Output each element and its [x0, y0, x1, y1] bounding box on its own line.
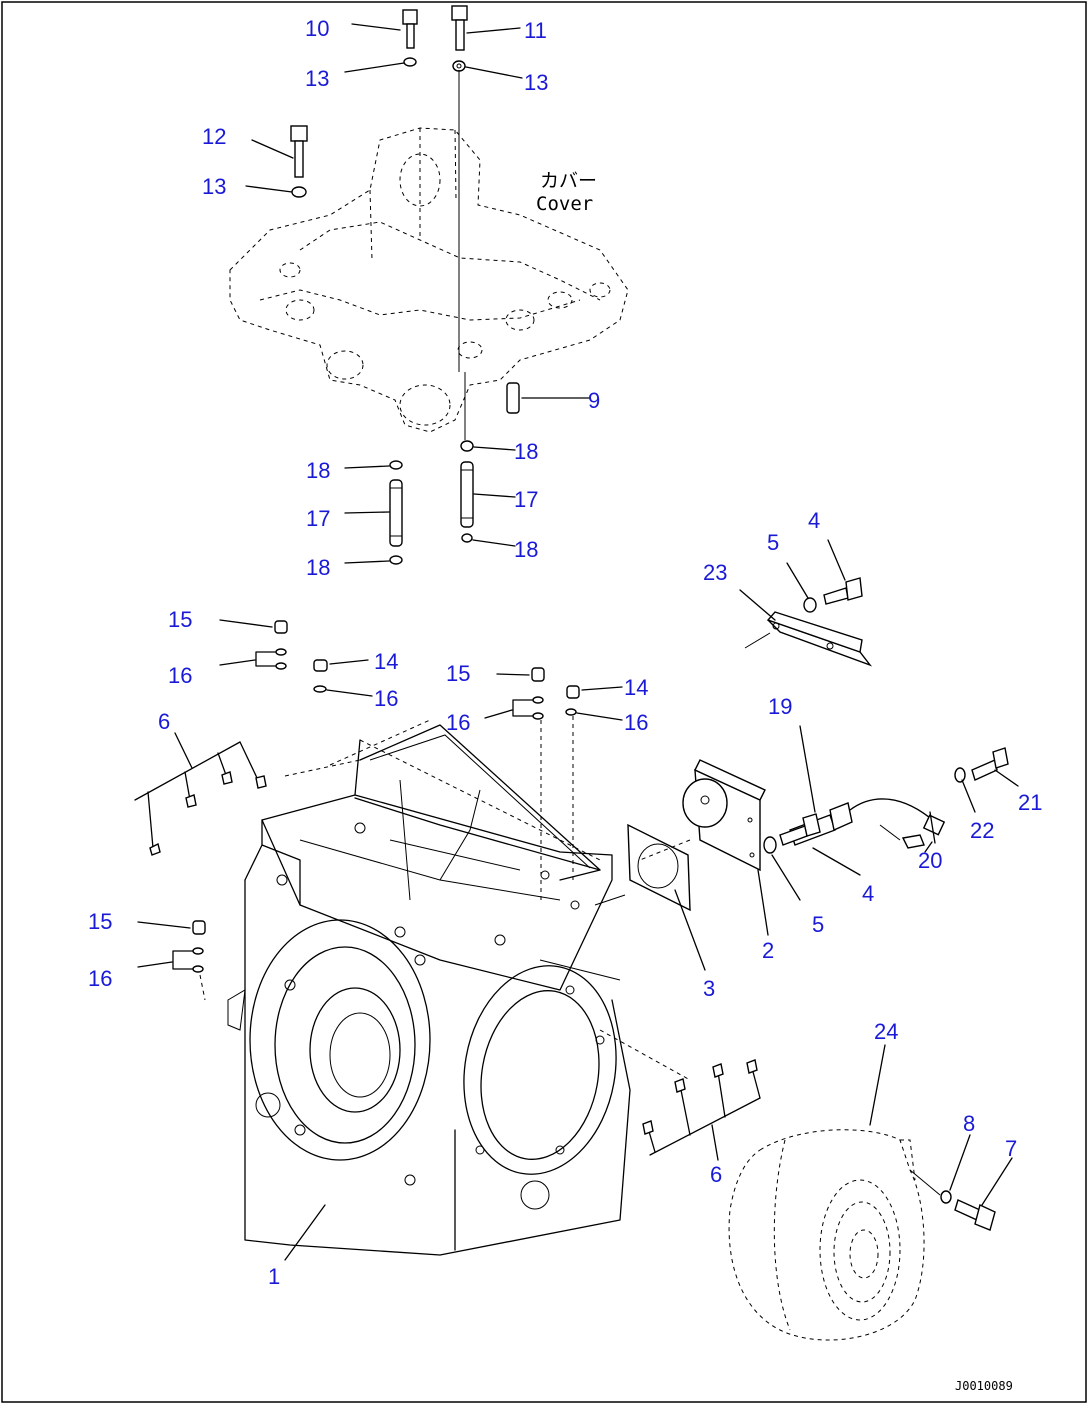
bolt-10 — [402, 9, 418, 49]
pin-18-bottom-left — [389, 555, 403, 565]
clip-20 — [879, 824, 925, 849]
callout-21: 21 — [1018, 790, 1042, 815]
callout-24: 24 — [874, 1019, 898, 1044]
bolt-4-lower — [779, 813, 821, 846]
drawing-code: J0010089 — [955, 1379, 1013, 1393]
tube-17-left — [389, 479, 403, 547]
oring-16-mid-pair — [512, 696, 544, 720]
callout-14-b: 14 — [624, 675, 648, 700]
callout-2: 2 — [762, 938, 774, 963]
callout-17-b: 17 — [514, 487, 538, 512]
torque-converter-24 — [728, 1129, 925, 1341]
callout-16-e: 16 — [88, 966, 112, 991]
callout-4-a: 4 — [808, 508, 820, 533]
callouts: 10 11 13 13 12 13 9 18 18 17 17 18 18 4 … — [88, 16, 1042, 1289]
tube-17-right — [460, 461, 474, 528]
callout-16-d: 16 — [624, 710, 648, 735]
plug-15-mid — [531, 667, 545, 682]
callout-11: 11 — [524, 18, 547, 43]
callout-5-a: 5 — [767, 530, 779, 555]
callout-9: 9 — [588, 388, 600, 413]
washer-22 — [954, 767, 966, 783]
callout-20: 20 — [918, 848, 942, 873]
callout-22: 22 — [970, 818, 994, 843]
callout-18-c: 18 — [514, 537, 538, 562]
callout-16-c: 16 — [446, 710, 470, 735]
washer-8 — [940, 1190, 952, 1204]
plug-14-left — [313, 659, 328, 672]
plug-15-lower — [192, 920, 206, 935]
callout-15-a: 15 — [168, 607, 192, 632]
callout-16-b: 16 — [374, 686, 398, 711]
cover-label-jp: カバー — [540, 170, 597, 192]
oring-16-mid-single — [565, 708, 577, 716]
transmission-case-1 — [227, 724, 631, 1256]
callout-15-b: 15 — [446, 661, 470, 686]
pin-18-bottom-right — [461, 533, 473, 543]
plug-15-left — [274, 620, 288, 634]
cover-label-en: Cover — [536, 193, 593, 215]
bolt-21 — [971, 747, 1009, 781]
pin-18-top-right — [460, 440, 474, 452]
callout-18-d: 18 — [306, 555, 330, 580]
callout-4-b: 4 — [862, 881, 874, 906]
callout-13-a: 13 — [305, 66, 329, 91]
callout-13-c: 13 — [202, 174, 226, 199]
callout-13-b: 13 — [524, 70, 548, 95]
oring-16-left-pair — [255, 648, 287, 670]
dowel-9 — [506, 382, 520, 414]
washer-13-a — [403, 57, 417, 67]
callout-12: 12 — [202, 124, 226, 149]
gasket-3 — [627, 823, 691, 912]
callout-16-a: 16 — [168, 663, 192, 688]
cover-label: カバー Cover — [536, 170, 597, 215]
callout-18-a: 18 — [306, 458, 330, 483]
bolt-7 — [954, 1199, 996, 1231]
callout-23: 23 — [703, 560, 727, 585]
bolt-12 — [290, 125, 308, 178]
washer-5-lower — [763, 836, 777, 854]
bracket-23 — [766, 611, 873, 667]
oring-16-lower-pair — [172, 947, 204, 973]
callout-15-c: 15 — [88, 909, 112, 934]
plate-2 — [682, 759, 766, 872]
callout-6-b: 6 — [710, 1162, 722, 1187]
bolt-4-upper — [823, 577, 863, 605]
plug-6-left-cluster — [134, 741, 267, 856]
callout-18-b: 18 — [514, 439, 538, 464]
callout-14-a: 14 — [374, 649, 398, 674]
callout-7: 7 — [1005, 1136, 1017, 1161]
washer-13-b — [452, 60, 466, 72]
oring-16-left-single — [313, 685, 327, 693]
callout-17-a: 17 — [306, 506, 330, 531]
callout-1: 1 — [268, 1264, 280, 1289]
plug-14-mid — [566, 685, 580, 699]
pin-18-top-left — [389, 460, 403, 470]
washer-5-upper — [803, 597, 817, 613]
callout-8: 8 — [963, 1111, 975, 1136]
callout-3: 3 — [703, 976, 715, 1001]
washer-13-c — [291, 186, 307, 198]
callout-6-a: 6 — [158, 709, 170, 734]
bolt-11 — [451, 5, 468, 51]
callout-5-b: 5 — [812, 912, 824, 937]
cover-outline — [229, 127, 629, 433]
callout-10: 10 — [305, 16, 329, 41]
plug-6-right-cluster — [642, 1059, 761, 1156]
callout-19: 19 — [768, 694, 792, 719]
